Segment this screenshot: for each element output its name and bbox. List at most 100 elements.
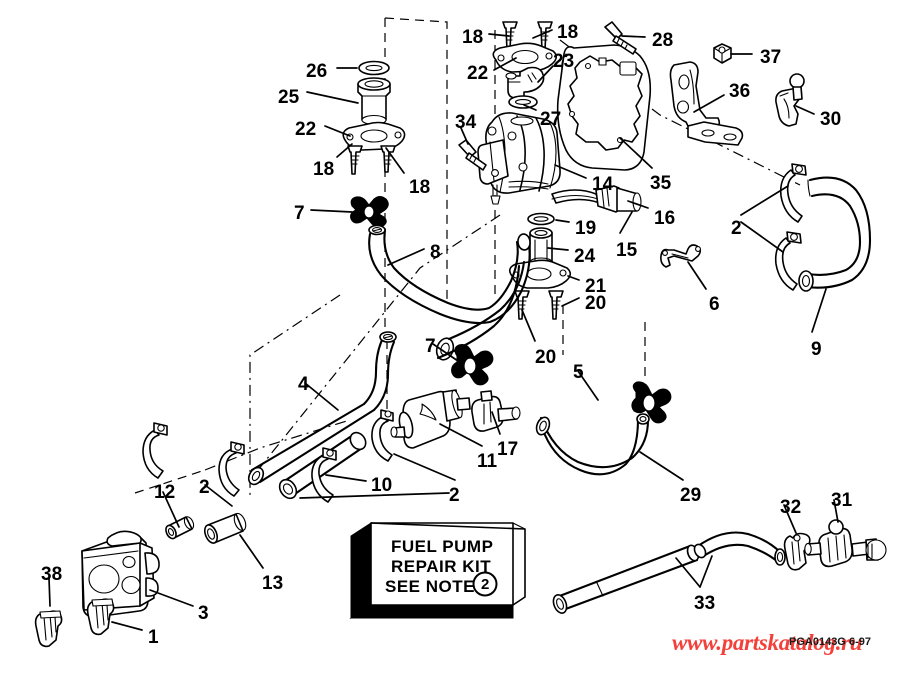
part-33-hose-curved <box>693 531 786 566</box>
callout-number-26: 26 <box>306 61 328 82</box>
callout-number-27: 27 <box>540 109 562 130</box>
callout-number-18: 18 <box>557 22 579 43</box>
callout-number-29: 29 <box>680 485 702 506</box>
callout-number-20: 20 <box>535 347 557 368</box>
part-31-fuel-connector <box>804 519 887 568</box>
part-2-clamp-c <box>142 422 168 479</box>
part-16-hose <box>551 189 601 204</box>
callout-number-12: 12 <box>154 482 176 503</box>
part-19-o-ring <box>527 212 555 226</box>
part-13-bushing <box>203 512 247 544</box>
site-watermark: www.partskatalog.ru <box>672 630 863 655</box>
part-6-retainer-clip <box>660 244 702 268</box>
repair-kit-note-number: 2 <box>481 576 490 593</box>
callout-number-4: 4 <box>298 374 309 395</box>
callout-number-16: 16 <box>654 208 676 229</box>
part-36-bracket <box>669 61 744 146</box>
callout-number-38: 38 <box>41 564 63 585</box>
callout-number-2: 2 <box>199 477 210 498</box>
part-23-elbow-fitting <box>505 66 545 99</box>
callout-number-11: 11 <box>477 451 498 472</box>
repair-kit-line-1: FUEL PUMP <box>391 537 494 556</box>
part-22-gasket-center <box>492 42 558 73</box>
part-15-connector <box>595 185 642 213</box>
part-4-fuel-hose <box>247 331 397 486</box>
part-7-hose-clamp-right <box>631 381 672 424</box>
part-2-clamp-b <box>311 447 337 503</box>
callout-number-23: 23 <box>553 51 575 72</box>
callout-number-35: 35 <box>650 173 672 194</box>
callout-number-30: 30 <box>820 109 842 130</box>
part-18-screw-right <box>380 145 396 173</box>
callout-number-28: 28 <box>652 30 674 51</box>
callout-number-7: 7 <box>294 203 305 224</box>
callout-number-36: 36 <box>729 81 751 102</box>
callout-number-3: 3 <box>198 603 209 624</box>
callout-number-25: 25 <box>278 87 300 108</box>
callout-number-14: 14 <box>592 174 614 195</box>
callout-leader-lines <box>48 29 839 631</box>
part-1-fastener <box>86 598 115 636</box>
repair-kit-line-2: REPAIR KIT <box>391 557 492 576</box>
callout-number-2: 2 <box>449 485 460 506</box>
callout-number-18: 18 <box>462 27 484 48</box>
part-2-clamp-d <box>371 409 394 462</box>
part-34-screw <box>458 139 487 171</box>
callout-number-32: 32 <box>780 497 802 518</box>
part-2-clamp-lower-right <box>774 231 802 291</box>
part-20-screw-right <box>548 290 564 320</box>
callout-number-5: 5 <box>573 362 584 383</box>
callout-number-13: 13 <box>262 573 284 594</box>
part-11-fuel-filter <box>390 389 471 449</box>
part-12-bushing <box>165 516 195 540</box>
part-28-screw <box>604 21 637 55</box>
callout-number-31: 31 <box>831 490 853 511</box>
assembly-guide-lines <box>134 17 801 495</box>
callout-number-18: 18 <box>313 159 335 180</box>
part-20-screw-left <box>514 290 530 320</box>
part-33-hose-long <box>552 544 700 614</box>
callout-number-8: 8 <box>430 242 441 263</box>
note-number-circle <box>472 571 498 597</box>
part-18-screw-left <box>347 145 363 175</box>
part-7-hose-clamp-lower <box>451 344 494 386</box>
callout-number-20: 20 <box>585 293 607 314</box>
part-27-o-ring <box>508 95 538 109</box>
part-3-pump-housing <box>81 530 160 618</box>
callout-number-7: 7 <box>425 336 436 357</box>
part-32-clip <box>783 532 811 571</box>
part-14-fuel-pump-body <box>477 112 561 205</box>
part-code-label: PGA0143G <box>789 636 846 648</box>
callout-number-10: 10 <box>371 475 393 496</box>
callout-number-18: 18 <box>409 177 431 198</box>
part-38-fastener <box>34 610 63 648</box>
callout-number-22: 22 <box>467 63 489 84</box>
callout-number-15: 15 <box>616 240 638 261</box>
part-35-mounting-plate <box>556 44 652 171</box>
callout-number-21: 21 <box>585 276 607 297</box>
part-5-fuel-hose <box>535 413 650 476</box>
part-2-clamp-a <box>218 441 245 497</box>
repair-kit-box <box>349 522 526 619</box>
part-9-fuel-hose <box>798 176 872 292</box>
callout-number-1: 1 <box>148 627 159 648</box>
part-30-clip <box>775 73 805 127</box>
callout-number-19: 19 <box>575 218 597 239</box>
part-7-hose-clamp-upper <box>350 196 389 228</box>
part-8-fuel-hose <box>368 224 531 325</box>
callout-number-2: 2 <box>731 218 742 239</box>
part-26-o-ring <box>358 60 390 76</box>
callout-number-6: 6 <box>709 294 720 315</box>
part-37-nut <box>713 43 732 64</box>
callout-number-34: 34 <box>455 112 477 133</box>
part-2-clamp-upper-right <box>779 163 807 223</box>
part-date-label: 6-97 <box>849 636 872 648</box>
part-25-valve-body <box>357 77 391 126</box>
callout-number-37: 37 <box>760 47 782 68</box>
callout-number-9: 9 <box>811 339 822 360</box>
repair-kit-line-3: SEE NOTE <box>385 577 475 596</box>
callout-number-33: 33 <box>694 593 716 614</box>
callout-number-24: 24 <box>574 246 596 267</box>
